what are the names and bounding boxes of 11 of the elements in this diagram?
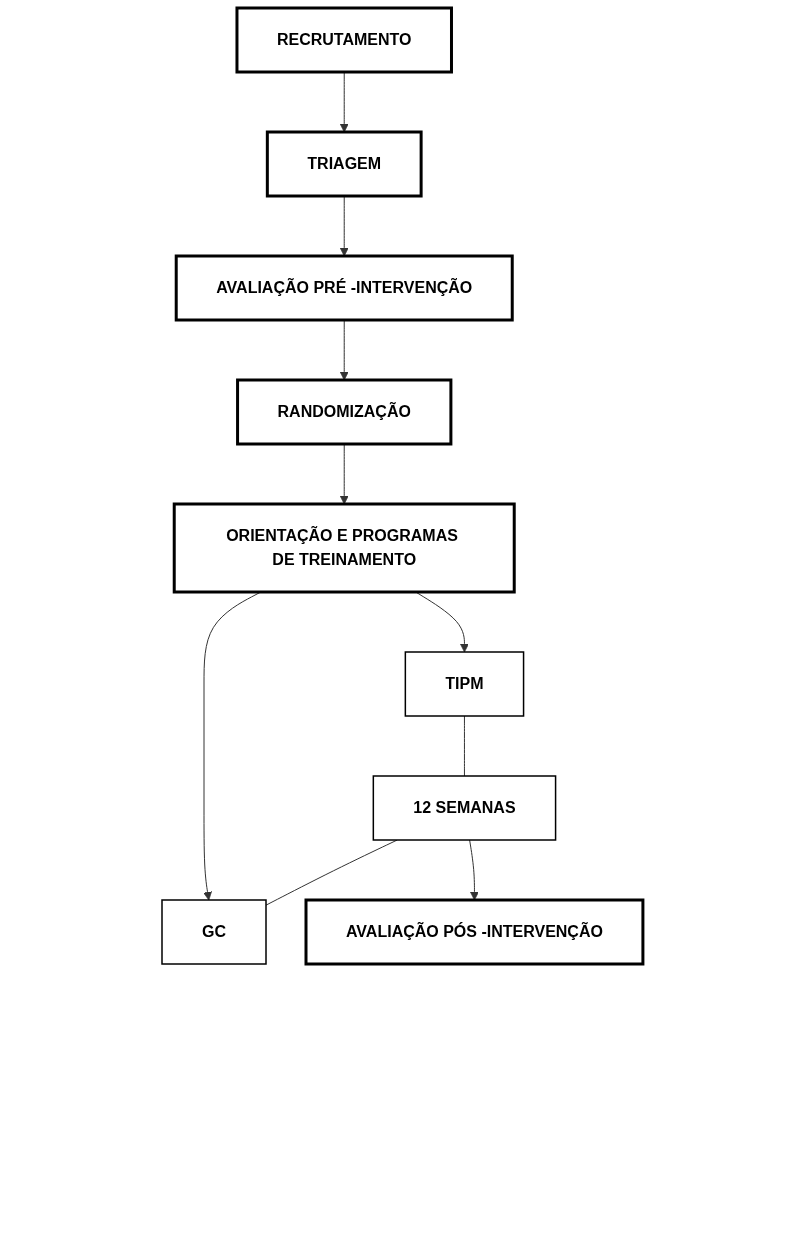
node-box: GC bbox=[161, 899, 267, 965]
node-box: RECRUTAMENTO bbox=[235, 6, 454, 74]
arrow bbox=[469, 839, 479, 901]
node-box: TRIAGEM bbox=[265, 130, 423, 198]
connector bbox=[464, 715, 465, 777]
node-box: TIPM bbox=[404, 651, 525, 717]
node-box: 12 SEMANAS bbox=[372, 775, 557, 841]
node-box: AVALIAÇÃO PÓS -INTERVENÇÃO bbox=[304, 898, 645, 966]
node-box: AVALIAÇÃO PRÉ -INTERVENÇÃO bbox=[174, 254, 514, 322]
node-box: ORIENTAÇÃO E PROGRAMAS DE TREINAMENTO bbox=[172, 502, 516, 594]
node-box: RANDOMIZAÇÃO bbox=[236, 378, 453, 446]
